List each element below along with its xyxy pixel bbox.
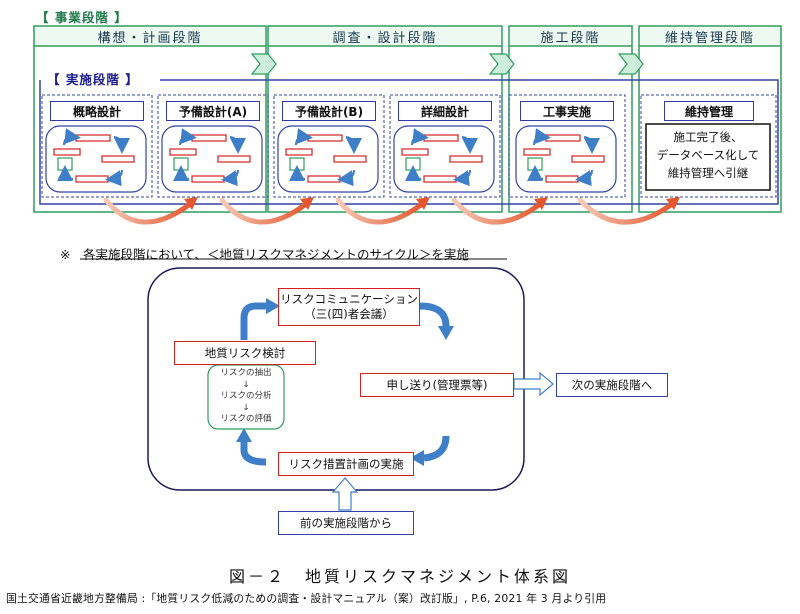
geological-risk-study-box: 地質リスク検討 [174, 341, 316, 365]
cycle-note: ※ 各実施段階において、＜地質リスクマネジメントのサイクル＞を実施 [60, 247, 469, 262]
phase-chevron-1 [250, 53, 277, 75]
maintenance-note-line-3: 維持管理へ引継 [667, 166, 749, 180]
risk-study-steps: リスクの抽出 ↓ リスクの分析 ↓ リスクの評価 [208, 368, 284, 426]
stage-containers [41, 94, 777, 198]
risk-step-analysis: リスクの分析 [220, 391, 272, 401]
handoff-arrows [103, 197, 675, 225]
source-citation: 国土交通省近畿地方整備局 :「地質リスク低減のための調査・設計マニュアル（案）改… [6, 592, 607, 605]
stage-preliminary-design-b: 予備設計(B) [282, 101, 376, 121]
stage-construction: 工事実施 [520, 101, 614, 121]
risk-step-evaluation: リスクの評価 [220, 414, 272, 424]
phase-header-planning: 構想・計画段階 [35, 27, 265, 46]
risk-communication-subtitle: （三(四)者会議） [304, 307, 394, 321]
risk-steps-box [207, 364, 285, 430]
risk-communication-title: リスクコミュニケーション [280, 292, 418, 306]
handoff-arrowheads [184, 197, 680, 210]
mini-cycle-icons [45, 125, 617, 193]
risk-step-arrow-1: ↓ [242, 379, 250, 390]
stage-rough-design: 概略設計 [50, 101, 144, 121]
risk-communication-box: リスクコミュニケーション （三(四)者会議） [278, 288, 420, 326]
cycle-arrowheads [236, 298, 454, 466]
maintenance-note-box [645, 123, 771, 191]
next-stage-box: 次の実施段階へ [556, 373, 668, 397]
risk-step-arrow-2: ↓ [242, 402, 250, 413]
maintenance-note-line-1: 施工完了後、 [673, 130, 743, 144]
next-stage-arrow [513, 371, 554, 397]
stage-detailed-design: 詳細設計 [398, 101, 492, 121]
stage-maintenance: 維持管理 [664, 101, 754, 121]
phase-header-construction: 施工段階 [510, 27, 631, 46]
phase-box-planning [33, 25, 267, 213]
previous-stage-arrow [331, 477, 359, 511]
maintenance-note: 施工完了後、 データベース化して 維持管理へ引継 [646, 128, 770, 182]
handover-box: 申し送り(管理票等) [360, 373, 514, 397]
risk-measures-box: リスク措置計画の実施 [278, 452, 414, 476]
risk-step-extraction: リスクの抽出 [220, 368, 272, 378]
phase-box-maintenance [638, 25, 782, 213]
stage-preliminary-design-a: 予備設計(A) [166, 101, 260, 121]
phase-header-maintenance: 維持管理段階 [640, 27, 780, 46]
business-phase-label: 【 事業段階 】 [36, 10, 128, 25]
previous-stage-box: 前の実施段階から [278, 511, 414, 535]
phase-box-design [267, 25, 503, 213]
phase-header-design: 調査・設計段階 [269, 27, 501, 46]
cycle-arrows [240, 302, 450, 466]
maintenance-note-line-2: データベース化して [656, 148, 760, 162]
figure-caption: 図－２ 地質リスクマネジメント体系図 [228, 567, 571, 586]
implementation-stage-label: 【 実施段階 】 [44, 69, 142, 88]
phase-chevron-3 [617, 53, 644, 75]
phase-chevron-2 [488, 53, 515, 75]
